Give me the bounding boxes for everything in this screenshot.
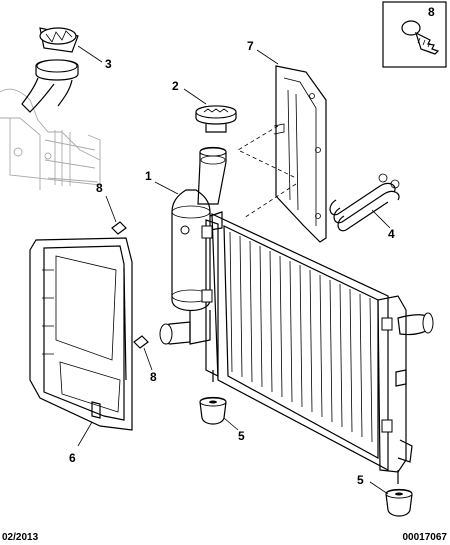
callout-1: 1 [145, 169, 152, 183]
callout-8-lower: 8 [150, 370, 157, 384]
radiator-core [201, 213, 434, 484]
leader-5-lower [369, 481, 389, 495]
part-8-clip-upper [111, 221, 127, 235]
callout-2: 2 [172, 79, 179, 93]
push-clip-icon [401, 20, 440, 55]
part-6-shroud [29, 237, 133, 431]
part-4-clips [329, 173, 400, 232]
mounting-dashes [237, 125, 297, 219]
leader-1 [154, 181, 179, 195]
part-5-mount-lower [385, 488, 413, 517]
engine-background-ghost [0, 88, 101, 190]
leader-5-upper [223, 417, 239, 431]
footer-reference: 00017067 [402, 532, 448, 543]
part-5-mount-upper [199, 396, 227, 425]
part-1-expansion-tank [159, 146, 227, 345]
leader-2 [183, 88, 207, 105]
callout-6: 6 [69, 451, 76, 465]
footer-date: 02/2013 [2, 532, 39, 543]
leader-3 [77, 45, 103, 63]
callout-8-inset: 8 [428, 5, 435, 19]
callout-8-upper: 8 [96, 181, 103, 195]
callout-5-upper: 5 [238, 429, 245, 443]
leader-8-lower [143, 347, 153, 371]
leader-4 [371, 209, 391, 229]
leader-6 [77, 421, 93, 447]
leader-7 [256, 49, 279, 65]
part-3-tank-cap [21, 27, 79, 113]
part-8-clip-lower [133, 335, 149, 349]
callout-7: 7 [247, 39, 254, 53]
part-7-deflector [273, 65, 327, 243]
leader-8-upper [105, 195, 117, 223]
part-8-inset: 8 [382, 1, 447, 68]
callout-3: 3 [105, 57, 112, 71]
callout-5-lower: 5 [357, 473, 364, 487]
callout-4: 4 [388, 227, 395, 241]
part-2-cap [195, 105, 237, 133]
